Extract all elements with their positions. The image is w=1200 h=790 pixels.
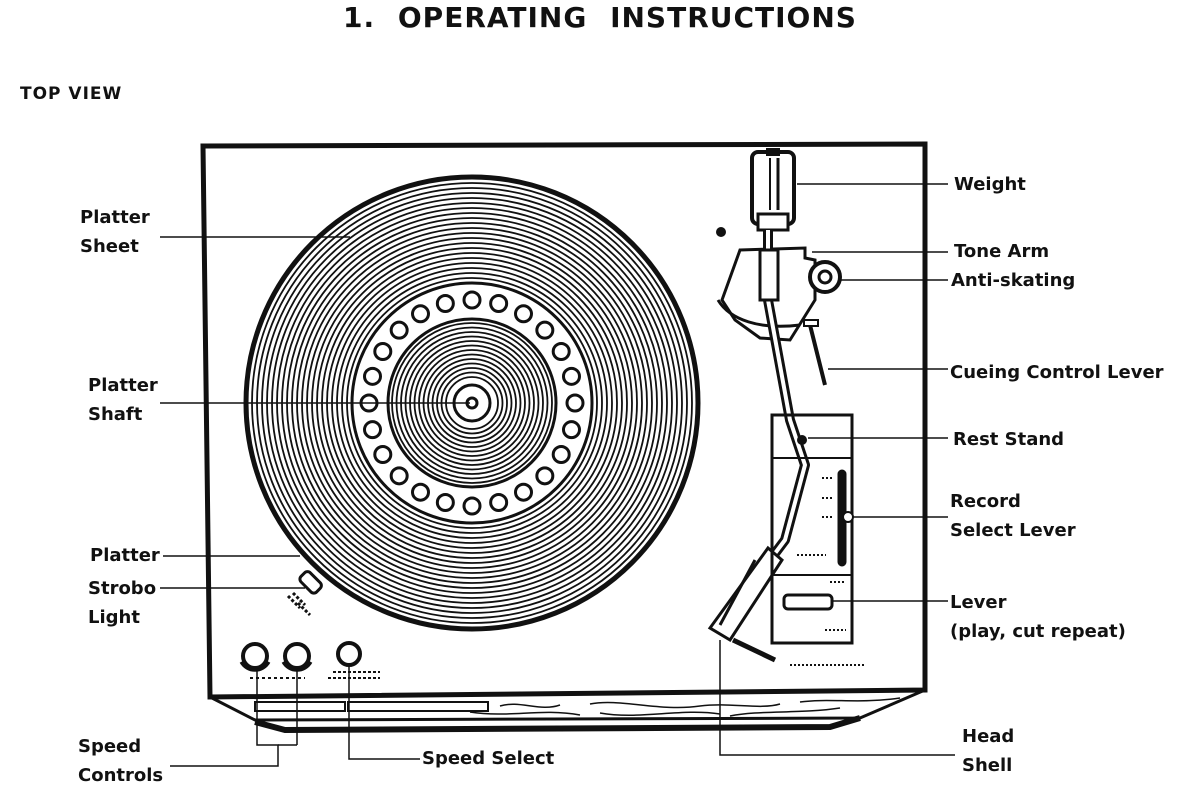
label-rest-stand: Rest Stand (953, 429, 1065, 450)
label-line: Shell (962, 755, 1013, 776)
label-weight: Weight (954, 174, 1026, 195)
strobe-dot (462, 496, 482, 516)
strobe-dot (561, 420, 581, 440)
label-speed-select: Speed Select (422, 748, 555, 769)
speed-select-knob (328, 641, 380, 679)
strobe-dot (514, 482, 533, 502)
strobe-dot (551, 342, 571, 361)
strobe-dot (565, 393, 585, 413)
strobe-dot (535, 466, 555, 486)
label-line: Platter (88, 375, 158, 396)
strobe-dot (411, 304, 430, 324)
platter (243, 174, 701, 632)
control-panel (770, 413, 866, 666)
strobe-dot (435, 294, 455, 314)
section-subtitle: TOP VIEW (20, 84, 123, 104)
strobe-dot (373, 445, 393, 464)
page-title: 1. OPERATING INSTRUCTIONS (343, 1, 857, 34)
label-line: Controls (78, 765, 164, 786)
strobe-dot (462, 290, 482, 310)
leader-lines (160, 183, 955, 767)
strobe-dot (435, 492, 455, 512)
strobe-dot (514, 304, 533, 324)
label-platter-shaft: Platter Shaft (88, 371, 158, 429)
strobe-dot (551, 445, 571, 464)
label-line: Platter (80, 207, 150, 228)
label-line: Select Lever (950, 520, 1076, 541)
label-cueing-control-lever: Cueing Control Lever (950, 362, 1164, 383)
strobe-dot (363, 366, 383, 386)
label-head-shell: Head Shell (962, 722, 1014, 780)
label-anti-skating: Anti-skating (951, 270, 1076, 291)
strobe-dot (373, 342, 393, 361)
label-strobo-light: Strobo Light (88, 574, 156, 632)
strobe-dot (489, 294, 509, 314)
label-line: Strobo (88, 578, 157, 599)
label-line: Lever (950, 592, 1007, 613)
label-line: Record (950, 491, 1021, 512)
strobe-dot (363, 420, 383, 440)
strobe-dot (535, 320, 555, 340)
label-line: Sheet (80, 236, 139, 257)
tonearm-assembly (707, 148, 842, 663)
wood-grain (469, 697, 901, 717)
strobe-dot (489, 492, 509, 512)
strobe-dot (561, 366, 581, 386)
label-line: Speed (78, 736, 142, 757)
label-record-select-lever: Record Select Lever (950, 487, 1076, 545)
label-line: Shaft (88, 404, 143, 425)
strobe-dot (389, 320, 409, 340)
strobe-dot (411, 482, 430, 502)
label-line: Head (962, 726, 1015, 747)
strobo-light (286, 570, 323, 617)
label-line: Light (88, 607, 140, 628)
label-tone-arm: Tone Arm (954, 241, 1050, 262)
strobe-dot (389, 466, 409, 486)
label-platter: Platter (90, 545, 160, 566)
label-line: (play, cut repeat) (950, 621, 1126, 642)
label-speed-controls: Speed Controls (78, 732, 163, 790)
label-lever: Lever (play, cut repeat) (950, 588, 1126, 646)
label-platter-sheet: Platter Sheet (80, 203, 150, 261)
